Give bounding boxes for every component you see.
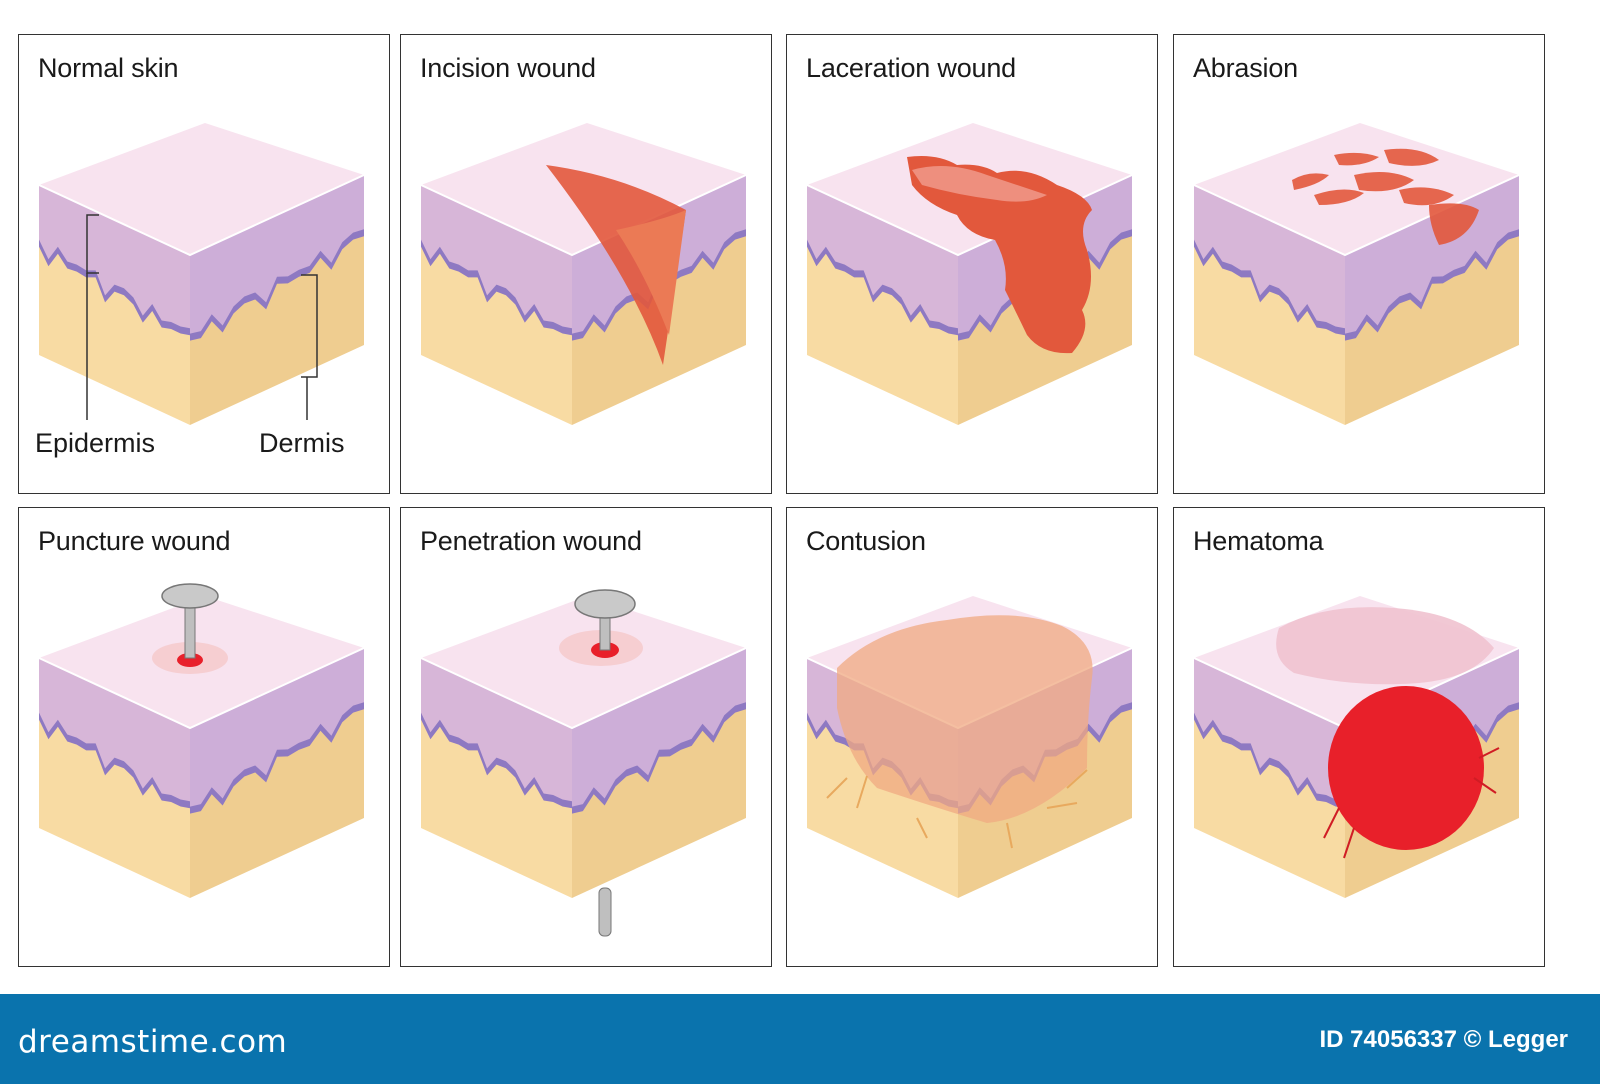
panel-normal-skin: Normal skin Epidermis Dermis [18, 34, 390, 494]
incision-cut [546, 165, 686, 365]
panel-title: Puncture wound [38, 526, 231, 556]
abrasion-scrape [1384, 148, 1439, 166]
skin-cube-illustration [806, 596, 1133, 898]
abrasion-scrape [1292, 173, 1329, 190]
panel-incision-wound: Incision wound [400, 34, 772, 494]
panel-laceration-wound: Laceration wound [786, 34, 1158, 494]
footer-bar: dreamstime.com ID 74056337 © Legger [0, 994, 1600, 1084]
panel-penetration-wound: Penetration wound [400, 507, 772, 967]
hematoma-vessels [1323, 747, 1500, 859]
panel-contusion: Contusion [786, 507, 1158, 967]
epidermis-left [421, 658, 572, 802]
laceration-edge [912, 166, 1047, 202]
panel-title: Contusion [806, 526, 926, 556]
abrasion-scrape [1399, 187, 1454, 206]
panel-title: Laceration wound [806, 53, 1016, 83]
epidermis-left [1194, 185, 1345, 329]
skin-cube-illustration [1193, 596, 1520, 898]
abrasion-scrape [1334, 152, 1379, 166]
panel-puncture-wound: Puncture wound [18, 507, 390, 967]
panel-title: Normal skin [38, 53, 179, 83]
abrasion-scrape [1314, 189, 1364, 205]
epidermis-right [190, 175, 364, 334]
epidermis-right [190, 648, 364, 807]
epidermis-left [39, 185, 190, 329]
skin-cube-illustration [806, 123, 1133, 425]
epidermis-label: Epidermis [35, 428, 156, 458]
nail-tip-exit [598, 887, 612, 937]
skin-cube-illustration [1193, 123, 1520, 425]
abrasion-scrape [1354, 171, 1414, 192]
label-brackets [86, 214, 318, 420]
hematoma-swelling-top [1276, 607, 1494, 685]
nail-head [574, 589, 636, 619]
skin-cube-illustration [38, 583, 365, 898]
epidermis-left [1194, 658, 1345, 802]
laceration-tear [907, 156, 1092, 354]
top-edge-highlight [420, 174, 747, 257]
skin-cube-illustration [420, 123, 747, 425]
dermis-label: Dermis [259, 428, 345, 458]
contusion-bruise [837, 615, 1093, 823]
nail-head [161, 583, 219, 609]
top-edge-highlight [1193, 174, 1520, 257]
incision-depth [616, 210, 686, 335]
top-edge-highlight [38, 647, 365, 730]
contusion-capillaries [826, 769, 1088, 849]
panel-hematoma: Hematoma [1173, 507, 1545, 967]
hematoma-blood-pool [1328, 686, 1484, 850]
image-credit: ID 74056337 © Legger [1319, 1026, 1568, 1053]
epidermis-left [39, 658, 190, 802]
puncture-hole [177, 653, 203, 667]
dreamstime-logo[interactable]: dreamstime.com [18, 1024, 288, 1060]
panel-title: Incision wound [420, 53, 596, 83]
epidermis-right [572, 648, 746, 807]
epidermis-left [421, 185, 572, 329]
panel-abrasion: Abrasion [1173, 34, 1545, 494]
top-edge-highlight [420, 647, 747, 730]
panel-title: Hematoma [1193, 526, 1324, 556]
skin-cube-illustration [38, 123, 365, 425]
panel-title: Penetration wound [420, 526, 642, 556]
abrasion-scrape [1429, 203, 1479, 245]
epidermis-left [807, 185, 958, 329]
panel-title: Abrasion [1193, 53, 1298, 83]
skin-cube-illustration [420, 589, 747, 937]
top-edge-highlight [38, 174, 365, 257]
